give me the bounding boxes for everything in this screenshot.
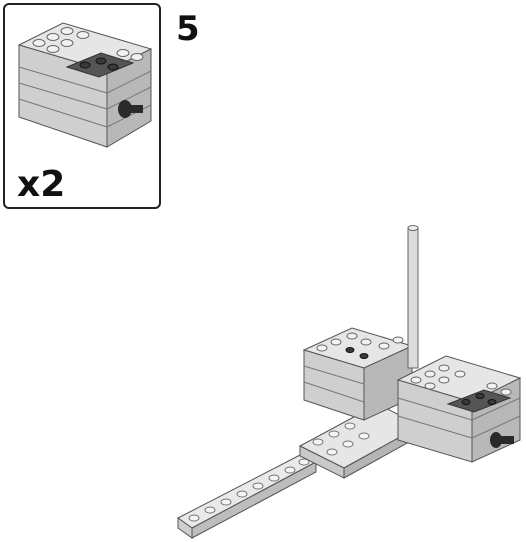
vertical-axle [407,225,419,369]
parts-callout: x2 [3,3,161,209]
gearbox-front [396,355,522,463]
long-plate [177,453,318,539]
gearbox-part-illustration [17,22,153,148]
quantity-label: x2 [17,164,66,205]
gearbox-rear [302,327,414,421]
step-number: 5 [176,9,200,49]
